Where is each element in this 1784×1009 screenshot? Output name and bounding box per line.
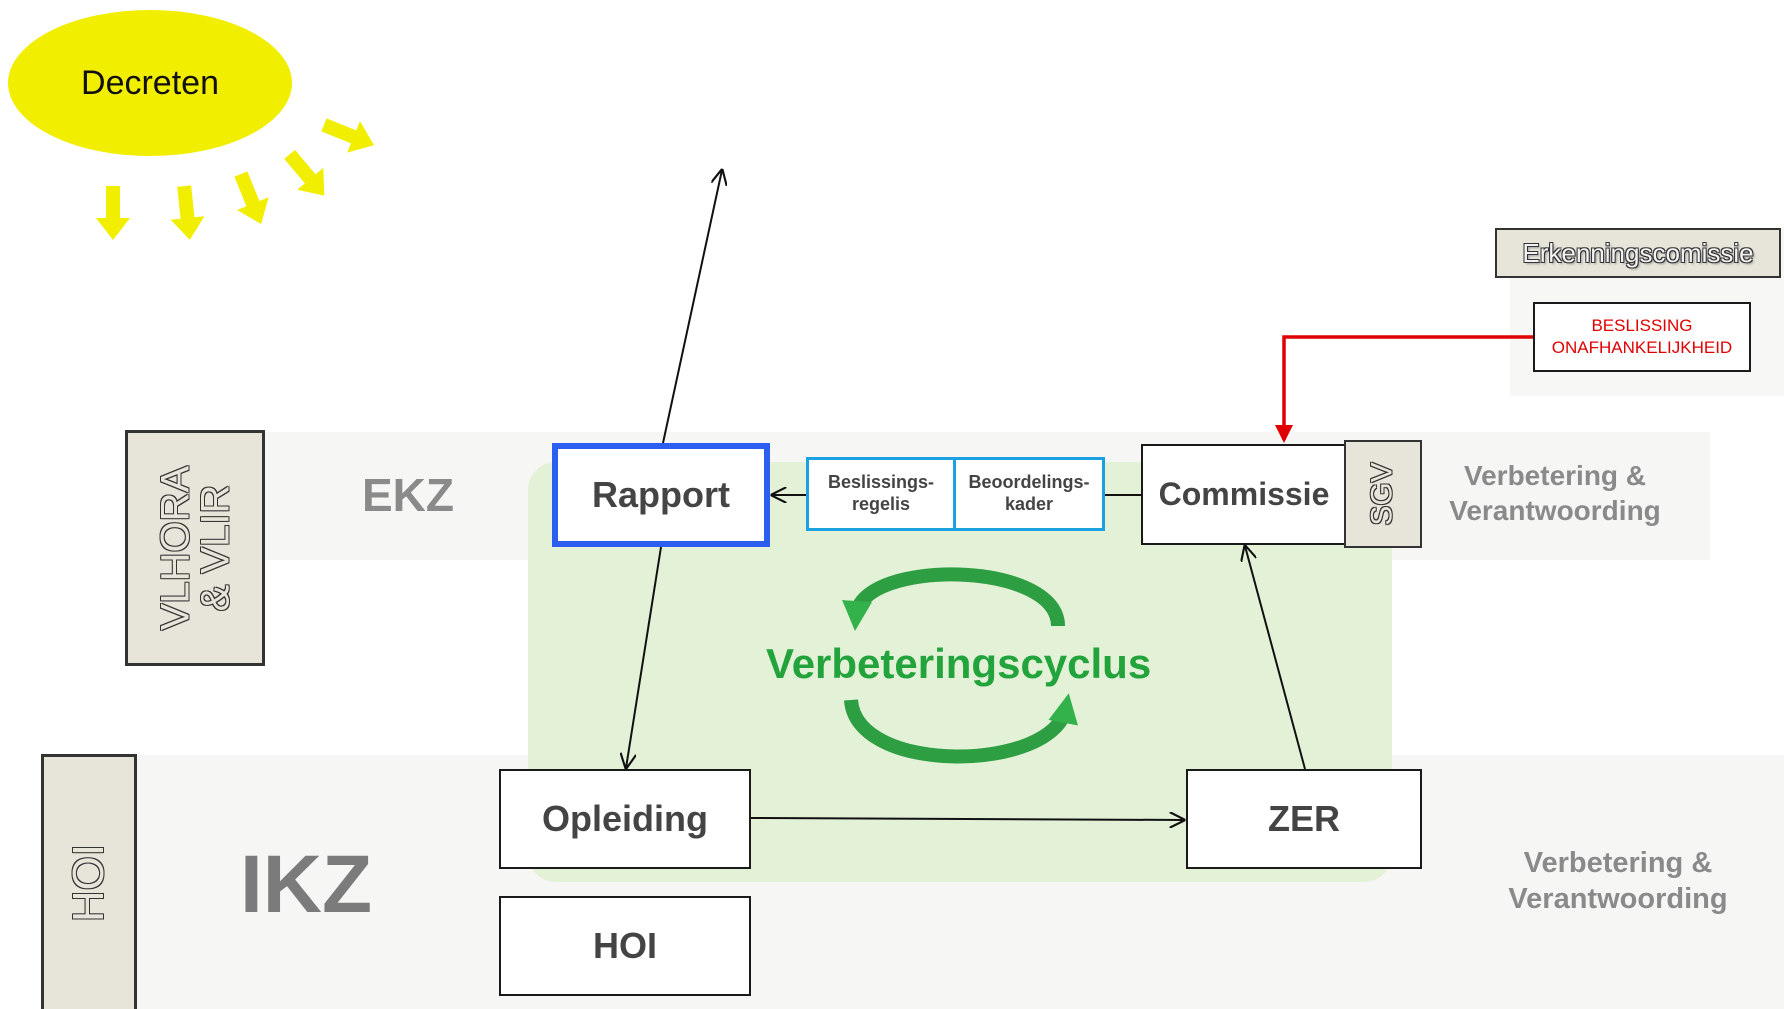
cycle-arrow-top bbox=[842, 567, 1065, 631]
side-label-top-line1: Verbetering & bbox=[1463, 460, 1647, 491]
beslissings-line2: regelis bbox=[851, 494, 911, 514]
beslissings-line1: Beslissings- bbox=[827, 472, 935, 493]
beoordelings-line1: Beoordelings- bbox=[968, 472, 1090, 493]
sun-ray-5 bbox=[321, 118, 375, 153]
sun-rays bbox=[96, 118, 375, 240]
rapport-box: Rapport bbox=[552, 443, 770, 547]
sun-ray-1 bbox=[96, 186, 130, 240]
beslissingsregelis-box: Beslissings- regelis bbox=[806, 457, 956, 531]
zer-to-commissie-arrow bbox=[1245, 546, 1306, 770]
ekz-label: EKZ bbox=[362, 469, 454, 521]
vlhora-vlir-panel: VLHORA & VLIR bbox=[125, 430, 265, 666]
ikz-label: IKZ bbox=[240, 839, 373, 930]
zer-box: ZER bbox=[1186, 769, 1422, 869]
cycle-arrow-bottom bbox=[844, 693, 1078, 764]
decision-red-arrow bbox=[1275, 335, 1533, 443]
decision-line1: BESLISSING bbox=[1591, 315, 1693, 335]
zer-label: ZER bbox=[1268, 798, 1340, 839]
side-label-bottom: Verbetering & Verantwoording bbox=[1500, 845, 1736, 918]
sun-ray-3 bbox=[234, 171, 269, 225]
opleiding-to-zer-arrow bbox=[750, 818, 1184, 820]
opleiding-box: Opleiding bbox=[499, 769, 751, 869]
hoi-panel: HOI bbox=[41, 754, 137, 1009]
side-label-top: Verbetering & Verantwoording bbox=[1440, 458, 1670, 528]
opleiding-label: Opleiding bbox=[542, 798, 708, 839]
rapport-up-arrow bbox=[662, 170, 722, 444]
sun-ray-4 bbox=[284, 149, 325, 196]
cycle-label: Verbeteringscyclus bbox=[766, 640, 1152, 687]
commissie-box: Commissie bbox=[1141, 444, 1347, 545]
rapport-label: Rapport bbox=[592, 474, 730, 515]
hoi-box: HOI bbox=[499, 896, 751, 996]
erkenning-box: Erkenningscomissie bbox=[1495, 228, 1781, 278]
erkenning-label: Erkenningscomissie bbox=[1522, 237, 1754, 268]
sun-label: Decreten bbox=[81, 63, 219, 102]
side-label-bottom-line1: Verbetering & bbox=[1523, 847, 1713, 879]
beoordelingskader-box: Beoordelings- kader bbox=[953, 457, 1105, 531]
rapport-to-opleiding-arrow bbox=[626, 546, 662, 768]
hoi-box-label: HOI bbox=[592, 925, 657, 966]
decision-line2: ONAFHANKELIJKHEID bbox=[1551, 338, 1733, 357]
side-label-top-line2: Verantwoording bbox=[1449, 495, 1661, 526]
sun-ray-2 bbox=[170, 185, 205, 240]
side-label-bottom-line2: Verantwoording bbox=[1508, 883, 1728, 916]
beoordelings-line2: kader bbox=[1004, 494, 1054, 514]
decision-box: BESLISSING ONAFHANKELIJKHEID bbox=[1533, 302, 1751, 372]
sgv-panel: SGV bbox=[1344, 440, 1422, 548]
sun-ellipse: Decreten bbox=[8, 10, 292, 156]
commissie-label: Commissie bbox=[1158, 476, 1330, 512]
